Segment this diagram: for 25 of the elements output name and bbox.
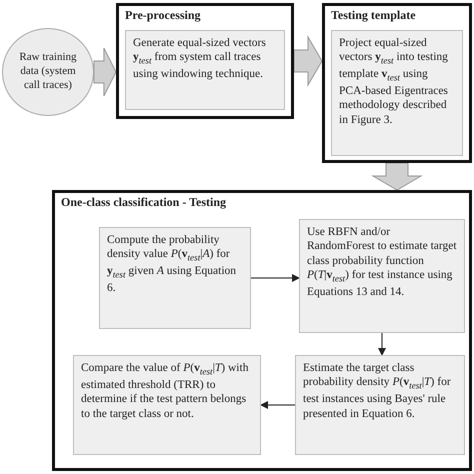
step-text: Raw training data (system call traces): [18, 51, 78, 93]
block-arrow: [371, 162, 423, 191]
step-text: Compare the value of P(v$_{test}$|T) with estimated threshold (TRR) to determine if the test pattern belongs to the target class or not.: [81, 361, 250, 421]
process-box: [99, 227, 251, 329]
process-box: [299, 219, 465, 333]
block-arrow: [94, 48, 117, 96]
process-box: [295, 355, 465, 455]
process-box: [331, 30, 463, 156]
group-frame: [52, 190, 472, 471]
group-frame: [322, 3, 472, 163]
group-heading: Pre-processing: [125, 8, 201, 23]
arrow: [378, 332, 386, 356]
arrow: [260, 401, 296, 409]
arrow: [250, 274, 300, 282]
group-frame: [116, 3, 294, 119]
group-heading: One-class classification - Testing: [61, 195, 226, 210]
step-text: Use RBFN and/or RandomForest to estimate target class probability function P(T|v$_{test}$) for test instance using Equations 13 and 14.: [307, 225, 457, 300]
group-heading: Testing template: [331, 8, 416, 23]
step-text: Estimate the target class probability density P(v$_{test}$|T) for test instances using Bayes' rule presented in Equation 6.: [303, 361, 452, 421]
step-text: Compute the probability density value P(v$_{test}$|A) for y$_{test}$ given A using Equation 6.: [107, 233, 238, 296]
step-text: Project equal-sized vectors y$_{test}$ into testing template v$_{test}$ using PCA-based Eigentraces methodology described in Figure 3.: [339, 36, 449, 128]
process-box: [125, 30, 285, 110]
block-arrow: [294, 35, 323, 87]
process-box: [73, 355, 261, 455]
step-text: Generate equal-sized vectors y$_{test}$ from system call traces using windowing technique.: [133, 36, 267, 82]
